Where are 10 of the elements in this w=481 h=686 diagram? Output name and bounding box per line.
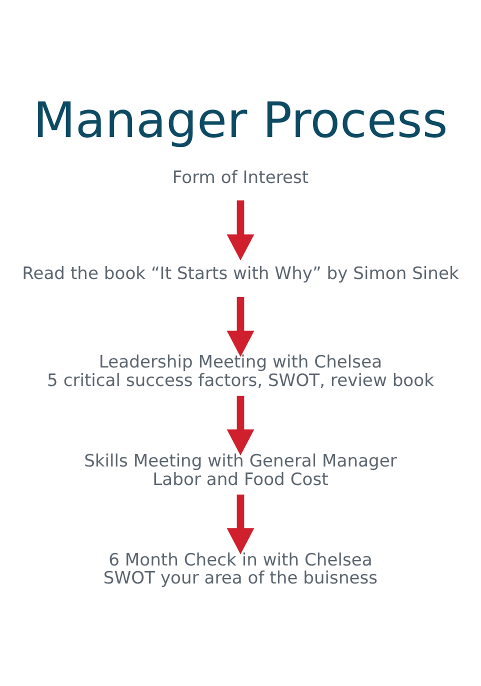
node-text: Form of Interest — [172, 168, 309, 188]
node-text: Leadership Meeting with Chelsea 5 critical success factors, SWOT, review book — [47, 352, 434, 391]
node-text: Read the book “It Starts with Why” by Simon Sinek — [22, 264, 459, 284]
arrow — [226, 297, 254, 357]
node-text: Skills Meeting with General Manager Labor and Food Cost — [84, 451, 397, 490]
arrow — [226, 494, 254, 554]
arrow — [226, 200, 254, 261]
arrow — [226, 396, 254, 456]
node-text: 6 Month Check in with Chelsea SWOT your area of the buisness — [103, 550, 378, 589]
diagram-title: Manager Process — [33, 92, 448, 149]
